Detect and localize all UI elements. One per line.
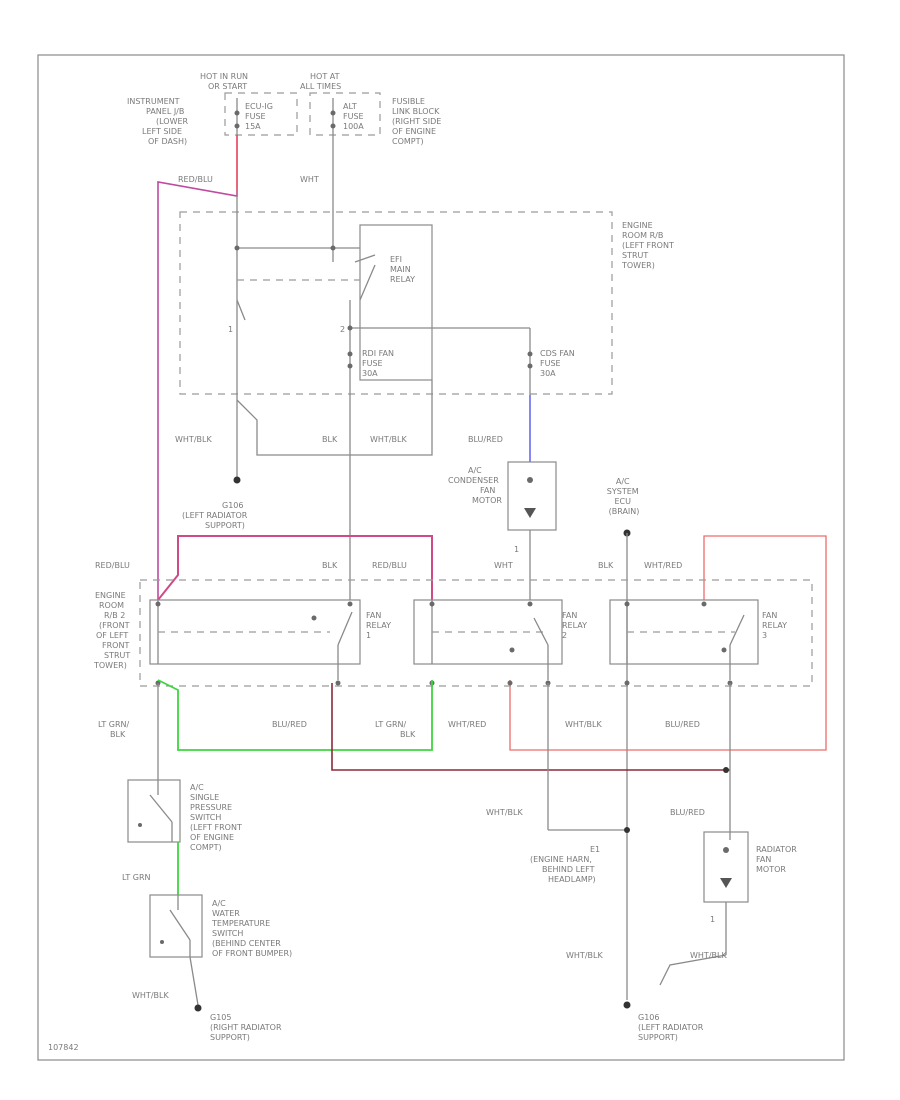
wire-wht-mid: WHT: [494, 561, 513, 570]
pin-2-label: 2: [340, 325, 345, 334]
instrument-panel-jb-box: [224, 92, 298, 136]
outer-frame: [37, 54, 845, 1061]
ac-single-pressure-switch-label: A/C SINGLE PRESSURE SWITCH (LEFT FRONT O…: [190, 783, 244, 852]
ground-right-radiator-label: G105 (RIGHT RADIATOR SUPPORT): [210, 1013, 284, 1042]
engine-room-rb-mid: ENGINE ROOM R/B 2 (FRONT OF LEFT FRONT S…: [93, 579, 813, 687]
fusible-link-block-box: [309, 92, 381, 136]
cds-fan-fuse-label: CDS FAN FUSE 30A: [540, 349, 577, 378]
green-wire-lt-grn-blk: [157, 679, 433, 751]
wire-wht-top: WHT: [300, 175, 319, 184]
wire-wht-blk-4: WHT/BLK: [486, 808, 523, 817]
wire-wht-blk-6: WHT/BLK: [566, 951, 603, 960]
pink-wire-red-blu: [157, 181, 238, 600]
wire-wht-blk-5: WHT/BLK: [132, 991, 169, 1000]
wire-red-blu-2: RED/BLU: [372, 561, 407, 570]
diagram-code: 107842: [48, 1043, 79, 1052]
wire-wht-blk-7: WHT/BLK: [690, 951, 727, 960]
wire-blk-2: BLK: [322, 561, 338, 570]
efi-main-relay-box: [359, 224, 433, 381]
efi-main-relay-label: EFI MAIN RELAY: [390, 255, 415, 284]
wire-blu-red-1: BLU/RED: [468, 435, 503, 444]
wire-wht-blk-3: WHT/BLK: [565, 720, 602, 729]
wire-wht-blk-2: WHT/BLK: [370, 435, 407, 444]
fan-relay-1-label: FAN RELAY 1: [366, 611, 394, 640]
engine-room-rb-top-label: ENGINE ROOM R/B (LEFT FRONT STRUT TOWER): [621, 221, 676, 270]
ac-water-temp-switch-label: A/C WATER TEMPERATURE SWITCH (BEHIND CEN…: [211, 899, 292, 958]
ac-condenser-fan-motor-label: A/C CONDENSER FAN MOTOR: [448, 466, 502, 505]
instrument-panel-jb-label: INSTRUMENT PANEL J/B (LOWER LEFT SIDE OF…: [127, 97, 191, 146]
pin-1-condenser: 1: [514, 545, 519, 554]
radiator-fan-motor: RADIATOR FAN MOTOR 1: [659, 831, 799, 986]
ac-system-ecu-label: A/C SYSTEM ECU (BRAIN): [607, 477, 641, 516]
fan-relay-2-box: [413, 599, 563, 665]
fan-relay-3-label: FAN RELAY 3: [762, 611, 790, 640]
fan-relay-1-box: [149, 599, 361, 665]
ac-water-temp-switch: A/C WATER TEMPERATURE SWITCH (BEHIND CEN…: [149, 894, 292, 958]
fan-relay-2-label: FAN RELAY 2: [562, 611, 590, 640]
fan-relay-3-box: [609, 599, 759, 665]
ecu-ig-fuse-label: ECU-IG FUSE 15A: [245, 102, 276, 131]
ground-left-radiator-bottom-label: G106 (LEFT RADIATOR SUPPORT): [638, 1013, 706, 1042]
engine-room-rb-top-box: [179, 211, 613, 395]
wire-blu-red-3: BLU/RED: [665, 720, 700, 729]
wire-blk-1: BLK: [322, 435, 338, 444]
wire-wht-blk-1: WHT/BLK: [175, 435, 212, 444]
wire-wht-red-2: WHT/RED: [448, 720, 486, 729]
darkred-wire-blu-red: [331, 683, 730, 771]
wire-lt-grn: LT GRN: [122, 873, 151, 882]
pin-1-radiator: 1: [710, 915, 715, 924]
fusible-link-block-label: FUSIBLE LINK BLOCK (RIGHT SIDE OF ENGINE…: [392, 97, 444, 146]
engine-room-rb-mid-label: ENGINE ROOM R/B 2 (FRONT OF LEFT FRONT S…: [93, 591, 133, 670]
wire-lt-grn-blk-2: LT GRN/BLK: [375, 720, 416, 739]
wire-wht-blk-loop: [236, 380, 433, 456]
magenta-wire-red-blu: [157, 535, 433, 601]
light-red-wire-wht-red: [509, 535, 827, 751]
ac-condenser-fan-motor: A/C CONDENSER FAN MOTOR 1: [448, 461, 557, 600]
wire-red-blu-mid: RED/BLU: [95, 561, 130, 570]
wire-wht-red-1: WHT/RED: [644, 561, 682, 570]
radiator-fan-motor-label: RADIATOR FAN MOTOR: [756, 845, 799, 874]
wire-lt-grn-blk-1: LT GRN/BLK: [98, 720, 130, 739]
alt-fuse-label: ALT FUSE 100A: [343, 102, 366, 131]
e1-ground-label: E1 (ENGINE HARN, BEHIND LEFT HEADLAMP): [530, 845, 603, 884]
pin-1-label: 1: [228, 325, 233, 334]
wire-blk-3: BLK: [598, 561, 614, 570]
ground-left-radiator-top-label: G106 (LEFT RADIATOR SUPPORT): [182, 501, 250, 530]
wire-red-blu-top: RED/BLU: [178, 175, 213, 184]
wire-blu-red-4: BLU/RED: [670, 808, 705, 817]
wire-blu-red-2: BLU/RED: [272, 720, 307, 729]
engine-room-rb-top: ENGINE ROOM R/B (LEFT FRONT STRUT TOWER)…: [179, 196, 676, 400]
rdi-fan-fuse-label: RDI FAN FUSE 30A: [362, 349, 397, 378]
ac-single-pressure-switch: A/C SINGLE PRESSURE SWITCH (LEFT FRONT O…: [127, 779, 244, 852]
